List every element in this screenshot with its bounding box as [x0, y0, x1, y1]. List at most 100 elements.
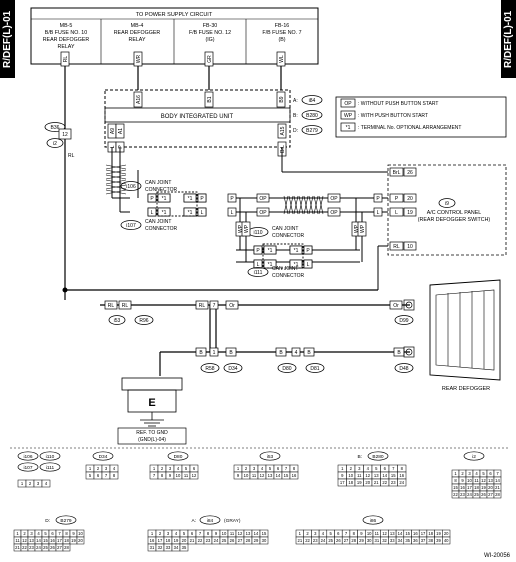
conn-diag-i84: i84	[207, 518, 214, 524]
conn-diag-b279-pin-2: 2	[23, 531, 26, 536]
power-box-1-line-1: MB-5	[60, 23, 73, 29]
ac-pin-19: 19	[407, 210, 413, 216]
power-wire-4-color-box	[276, 51, 286, 67]
can-3-color-p-a-box	[253, 245, 263, 255]
ac-panel-name: A/C CONTROL PANEL	[427, 210, 482, 216]
conn-diag-i86-pin-6: 6	[337, 531, 340, 536]
power-box-2-line-3: RELAY	[129, 37, 146, 43]
conn-diag-b280-pin-14: 14	[382, 473, 387, 478]
conn-diag-b280-pin-2: 2	[350, 466, 353, 471]
conn-diag-b280-pin-3: 3	[358, 466, 361, 471]
power-box-4-line-1: FB-16	[275, 23, 289, 29]
can-1-pin-1-b-box	[183, 193, 197, 203]
power-wire-2-color: WR	[136, 54, 142, 63]
conn-diag-b280-pin-20: 20	[365, 480, 370, 485]
conn-diag-b280-pin-18: 18	[348, 480, 353, 485]
conn-diag-i2-pin-1: 1	[454, 471, 457, 476]
harness-b-2: B	[229, 350, 233, 356]
conn-diag-b279-pin-20: 20	[78, 538, 83, 543]
conn-diag-d34-pin-4: 4	[113, 466, 116, 471]
conn-diag-i84-pin-10: 10	[222, 531, 227, 536]
conn-diag-i84-prefix: A:	[191, 518, 196, 524]
can-1-color-p-a: P	[150, 196, 154, 202]
conn-diag-i2-pin-10: 10	[467, 478, 472, 483]
conn-diag-b280-pin-11: 11	[357, 473, 362, 478]
ac-control-panel	[387, 164, 507, 256]
conn-pin-12: 12	[62, 132, 68, 138]
power-supply-title: TO POWER SUPPLY CIRCUIT	[136, 12, 213, 18]
can-conn-label-0-1: CAN JOINT	[145, 180, 171, 186]
can-conn-label-1-1: CAN JOINT	[145, 219, 171, 225]
power-box-1-line-2: B/B FUSE NO. 10	[45, 30, 87, 36]
power-box-4-line-2: F/B FUSE NO. 7	[262, 30, 301, 36]
can-color-p-2: P	[376, 196, 380, 202]
harness-d81-id: D81	[310, 366, 319, 372]
conn-diag-i2-pin-22: 22	[453, 492, 458, 497]
conn-diag-b279-pin-24: 24	[36, 545, 41, 550]
conn-diag-i106: i106	[23, 454, 32, 460]
conn-diag-i53-pin-11: 11	[252, 473, 257, 478]
can-3-pin-2-a: *1	[268, 262, 273, 268]
conn-diag-i86-pin-23: 23	[313, 538, 318, 543]
can-op-tag-3: OP	[330, 196, 338, 202]
conn-diag-i86-pin-22: 22	[305, 538, 310, 543]
conn-diag-i84-pin-26: 26	[230, 538, 235, 543]
power-box-1-line-3: REAR DEFOGGER	[43, 37, 90, 43]
conn-diag-i2-pin-26: 26	[481, 492, 486, 497]
harness-d99-id: D99	[399, 318, 408, 324]
harness-r58-id: R58	[205, 366, 214, 372]
conn-diag-i86-pin-39: 39	[436, 538, 441, 543]
conn-diag-i2-pin-18: 18	[474, 485, 479, 490]
conn-diag-i53-pin-10: 10	[244, 473, 249, 478]
conn-diag-i2-pin-23: 23	[460, 492, 465, 497]
conn-diag-b280-pin-4: 4	[367, 466, 370, 471]
harness-b-2-box	[225, 347, 237, 357]
can-1-color-p-b: P	[200, 196, 204, 202]
conn-diag-d34-pin-5: 5	[89, 473, 92, 478]
biu-title-bar	[104, 107, 291, 123]
can-conn-label-1-2: CONNECTOR	[145, 226, 178, 232]
conn-diag-i53-pin-6: 6	[277, 466, 280, 471]
conn-diag-i2-pin-13: 13	[488, 478, 493, 483]
legend-text-2: : WITH PUSH BUTTON START	[358, 113, 428, 119]
biu-callout-id-3: B279	[306, 128, 318, 134]
conn-diag-i110: i110	[46, 454, 55, 460]
conn-diag-i86-pin-31: 31	[375, 538, 380, 543]
ac-wire-color-4-box	[389, 241, 404, 251]
conn-diag-i86-pin-24: 24	[321, 538, 326, 543]
harness-i53-id: i53	[114, 318, 121, 324]
can-3-pin-1-a: *1	[268, 248, 273, 254]
rear-defogger-label: REAR DEFOGGER	[442, 386, 490, 392]
power-box-4-line-3: (B)	[278, 37, 285, 43]
ground-symbol: E	[148, 397, 155, 409]
conn-diag-i84-pin-27: 27	[238, 538, 243, 543]
conn-diag-i84-pin-18: 18	[166, 538, 171, 543]
conn-diag-b279-pin-26: 26	[50, 545, 55, 550]
ac-pin-20: 20	[407, 196, 413, 202]
conn-diag-b280-pin-21: 21	[374, 480, 379, 485]
conn-diag-b279-pin-22: 22	[22, 545, 27, 550]
conn-diag-i84-pin-13: 13	[246, 531, 251, 536]
conn-diag-i53-pin-14: 14	[276, 473, 281, 478]
conn-diag-b280-pin-9: 9	[341, 473, 344, 478]
can-3-color-p-b-box	[303, 245, 313, 255]
wire-rl-left: RL	[68, 153, 75, 159]
can-op-tag-1-box	[256, 193, 270, 203]
biu-top-pin-2-box	[204, 91, 214, 108]
conn-diag-i86-pin-26: 26	[336, 538, 341, 543]
conn-diag-b279-pin-7: 7	[58, 531, 61, 536]
conn-diag-i53-pin-16: 16	[292, 473, 297, 478]
ac-pin-26: 26	[407, 170, 413, 176]
conn-diag-i86-pin-30: 30	[367, 538, 372, 543]
harness-pin-7: 7	[213, 303, 216, 309]
legend-text-3: : TERMINAL No. OPTIONAL ARRANGEMENT	[358, 125, 461, 131]
harness-rl-2: RL	[199, 303, 206, 309]
conn-diag-b279-pin-11: 11	[15, 538, 20, 543]
conn-diag-i84-pin-23: 23	[206, 538, 211, 543]
power-wire-3-color-box	[204, 51, 214, 67]
can-op-tag-4: OP	[330, 210, 338, 216]
can-1-pin-2-b: *1	[188, 210, 193, 216]
ac-wire-color-3-box	[389, 207, 404, 217]
ac-wire-color-1: BrL	[393, 170, 401, 176]
